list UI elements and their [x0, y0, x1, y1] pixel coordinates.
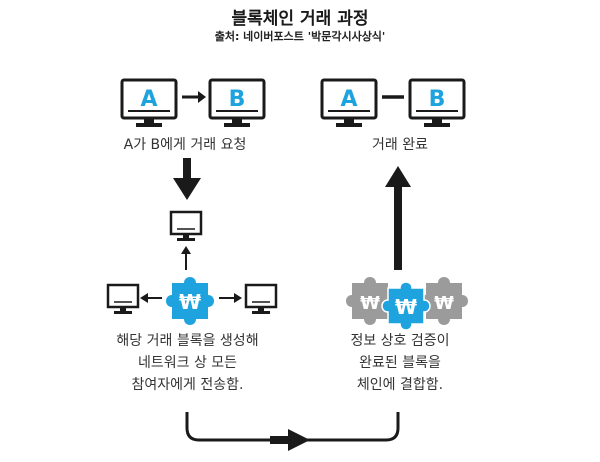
currency-symbol: ₩: [179, 290, 201, 314]
monitor-a-right: A: [320, 78, 378, 129]
arrow-right-icon: [182, 91, 206, 103]
caption-broadcast: 해당 거래 블록을 생성해 네트워크 상 모든 참여자에게 전송함.: [116, 333, 259, 393]
arrow-up-small-icon: [181, 246, 191, 270]
monitor-right-small: [244, 283, 278, 316]
monitor-a-left: A: [120, 78, 178, 129]
arrow-left-small-icon: [140, 293, 162, 303]
node-b-label: B: [229, 87, 246, 112]
monitor-top-small: [169, 210, 203, 243]
puzzle-block-icon: ₩: [166, 277, 214, 325]
monitor-b-right: B: [408, 78, 466, 129]
caption-request: A가 B에게 거래 요청: [123, 137, 247, 153]
arrow-down-icon: [173, 158, 201, 200]
svg-text:₩: ₩: [395, 295, 417, 319]
monitor-left-small: [106, 283, 140, 316]
node-a-label: A: [140, 87, 157, 112]
caption-verify: 정보 상호 검증이 완료된 블록을 체인에 결합함.: [350, 333, 450, 393]
arrow-right-small-icon: [219, 293, 242, 303]
svg-text:₩: ₩: [434, 293, 454, 314]
svg-text:₩: ₩: [360, 293, 380, 314]
puzzle-gray-right-icon: ₩: [420, 277, 468, 325]
bottom-connector-arrow: [185, 412, 400, 451]
puzzle-chain: ₩ ₩ ₩: [346, 277, 468, 331]
diagram-title: 블록체인 거래 과정: [231, 9, 369, 29]
monitor-b-left: B: [208, 78, 266, 129]
arrow-up-icon: [385, 166, 411, 270]
puzzle-gray-left-icon: ₩: [346, 277, 394, 325]
puzzle-blue-center-icon: ₩: [381, 281, 431, 331]
node-a-label: A: [340, 87, 357, 112]
source-credit: 출처: 네이버포스트 '박문각시사상식': [214, 30, 386, 43]
node-b-label: B: [429, 87, 446, 112]
caption-complete: 거래 완료: [372, 137, 428, 153]
